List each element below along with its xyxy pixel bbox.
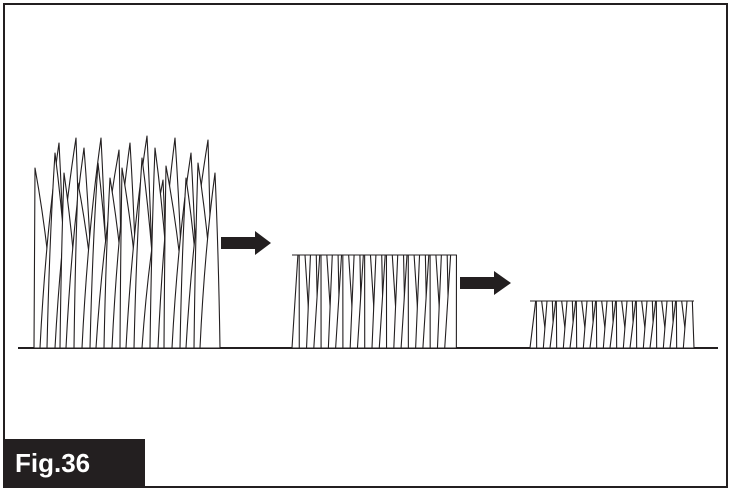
short-grass (529, 300, 695, 349)
grass-blade (444, 254, 458, 349)
figure-label: Fig.36 (4, 439, 145, 487)
tall-grass (33, 135, 221, 349)
cut-grass (291, 254, 458, 349)
grass-blade (199, 172, 221, 349)
arrow-right-icon (460, 271, 511, 295)
arrow-right-icon (221, 231, 271, 255)
figure-border (3, 3, 728, 488)
grass-blade (682, 300, 695, 349)
